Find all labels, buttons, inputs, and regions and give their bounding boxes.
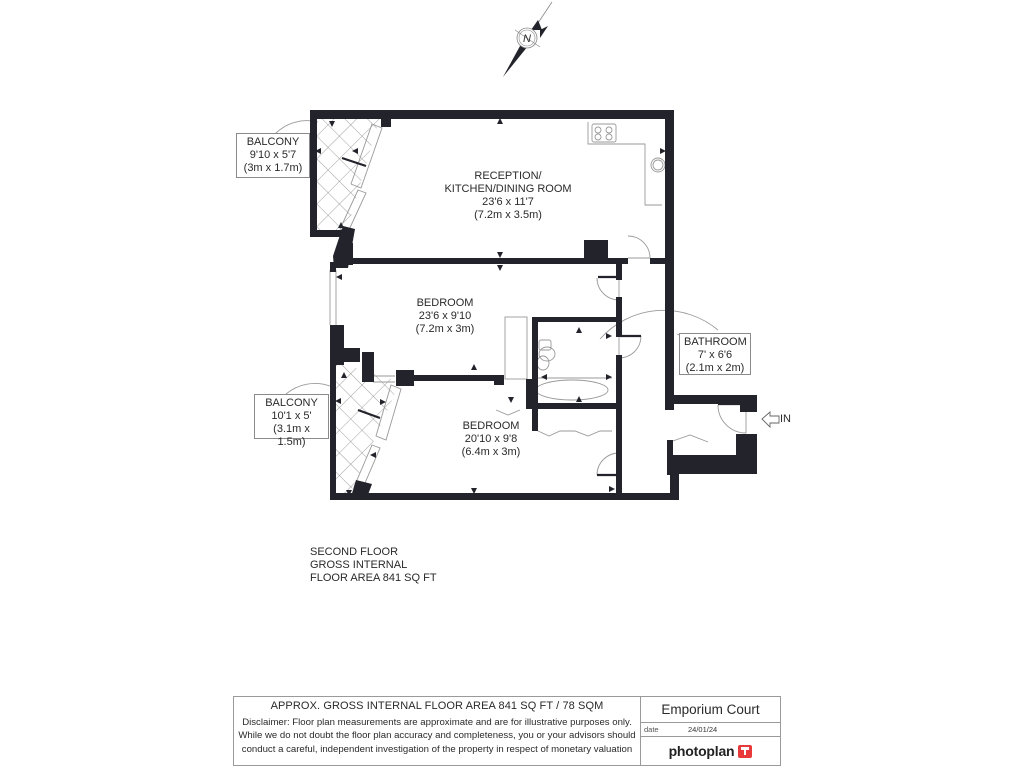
room-metric: (7.2m x 3m) xyxy=(415,323,475,335)
date-value: 24/01/24 xyxy=(688,725,718,734)
photoplan-logo-icon xyxy=(738,744,753,758)
room-imperial: 20'10 x 9'8 xyxy=(464,433,518,445)
footer-property-panel: Emporium Court date 24/01/24 photoplan xyxy=(641,697,780,765)
property-name: Emporium Court xyxy=(641,697,780,723)
date-row: date 24/01/24 xyxy=(641,723,780,737)
room-name: BEDROOM xyxy=(416,297,474,309)
room-label-bedroom-1: BEDROOM 23'6 x 9'10 (7.2m x 3m) xyxy=(400,297,490,336)
room-imperial: 9'10 x 5'7 xyxy=(249,149,297,161)
floor-name: SECOND FLOOR xyxy=(310,546,399,558)
room-label-bathroom: BATHROOM 7' x 6'6 (2.1m x 2m) xyxy=(679,333,751,375)
brand-logo: photoplan xyxy=(641,737,780,765)
disclaimer: Disclaimer: Floor plan measurements are … xyxy=(234,716,640,756)
room-label-bedroom-2: BEDROOM 20'10 x 9'8 (6.4m x 3m) xyxy=(446,420,536,459)
footer-disclaimer-panel: APPROX. GROSS INTERNAL FLOOR AREA 841 SQ… xyxy=(234,697,641,765)
room-label-balcony-2: BALCONY 10'1 x 5' (3.1m x 1.5m) xyxy=(254,394,329,448)
room-label-balcony-1: BALCONY 9'10 x 5'7 (3m x 1.7m) xyxy=(236,133,310,178)
svg-text:N: N xyxy=(523,33,531,45)
north-arrow-icon: N xyxy=(503,1,553,77)
floor-area: FLOOR AREA 841 SQ FT xyxy=(310,572,437,584)
room-name: BATHROOM xyxy=(684,336,747,348)
room-metric: (6.4m x 3m) xyxy=(461,446,521,458)
room-metric: (3m x 1.7m) xyxy=(243,162,303,174)
floor-gross-label: GROSS INTERNAL xyxy=(310,559,408,571)
room-name: BEDROOM xyxy=(462,420,520,432)
room-imperial: 23'6 x 11'7 xyxy=(482,196,534,208)
total-area: APPROX. GROSS INTERNAL FLOOR AREA 841 SQ… xyxy=(270,700,604,712)
floor-area-note: SECOND FLOOR GROSS INTERNAL FLOOR AREA 8… xyxy=(310,546,437,585)
room-name: KITCHEN/DINING ROOM xyxy=(444,183,572,195)
entrance-label: IN xyxy=(780,413,791,425)
disclaimer-line: While we do not doubt the floor plan acc… xyxy=(238,730,636,742)
balcony-upper-area xyxy=(316,117,380,233)
balcony-lower-area xyxy=(336,362,400,494)
walls xyxy=(310,110,757,500)
disclaimer-line: Disclaimer: Floor plan measurements are … xyxy=(242,717,632,728)
room-name: BALCONY xyxy=(246,136,300,148)
room-name: RECEPTION/ xyxy=(474,170,542,182)
room-imperial: 7' x 6'6 xyxy=(697,349,733,361)
room-metric: (3.1m x 1.5m) xyxy=(273,423,310,448)
entrance-arrow-icon xyxy=(761,411,780,429)
room-name: BALCONY xyxy=(265,397,318,409)
room-metric: (2.1m x 2m) xyxy=(685,362,745,374)
room-metric: (7.2m x 3.5m) xyxy=(474,209,542,221)
room-label-reception: RECEPTION/ KITCHEN/DINING ROOM 23'6 x 11… xyxy=(430,170,586,222)
room-imperial: 23'6 x 9'10 xyxy=(418,310,472,322)
footer-info-box: APPROX. GROSS INTERNAL FLOOR AREA 841 SQ… xyxy=(233,696,781,766)
date-label: date xyxy=(644,725,659,734)
disclaimer-line: conduct a careful, independent investiga… xyxy=(241,743,633,755)
brand-name: photoplan xyxy=(668,743,735,759)
room-imperial: 10'1 x 5' xyxy=(271,410,312,422)
